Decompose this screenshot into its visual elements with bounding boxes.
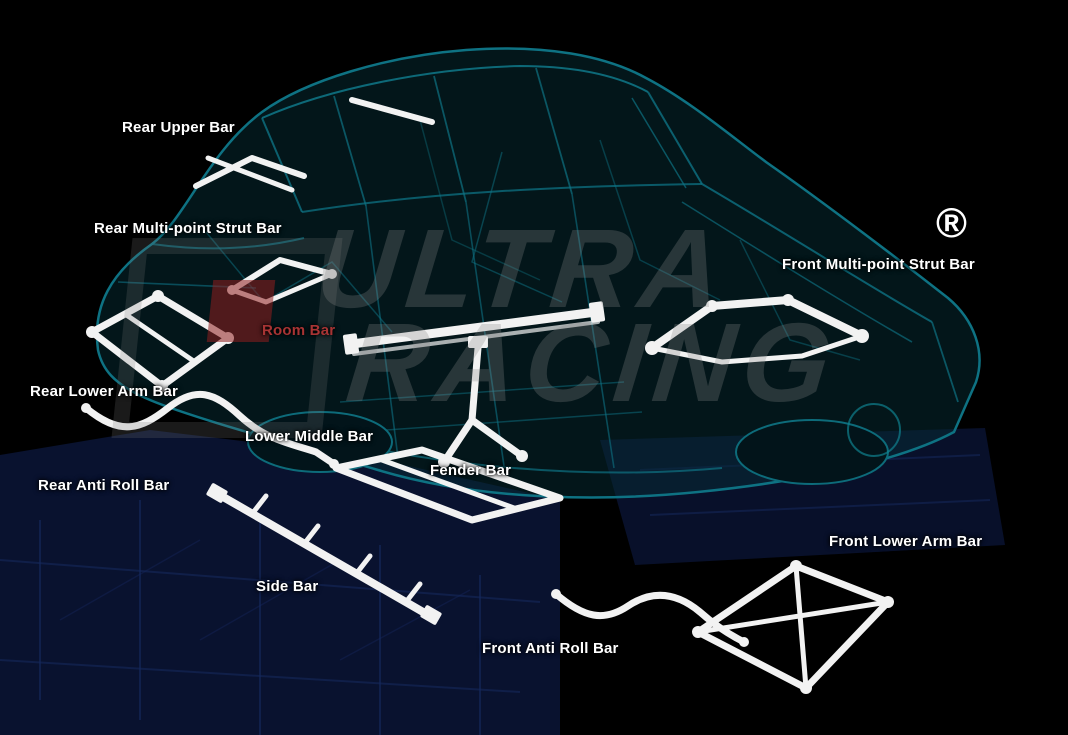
car-body-shell: [95, 47, 981, 499]
label-room-bar: Room Bar: [262, 322, 336, 339]
label-front-multi-point-strut-bar: Front Multi-point Strut Bar: [782, 256, 975, 273]
label-rear-anti-roll-bar: Rear Anti Roll Bar: [38, 477, 170, 494]
fender-bar-part: [438, 336, 528, 468]
rear-upper-bar-part: [193, 97, 435, 193]
label-front-lower-arm-bar: Front Lower Arm Bar: [829, 533, 983, 550]
label-side-bar: Side Bar: [256, 578, 319, 595]
label-rear-lower-arm-bar: Rear Lower Arm Bar: [30, 383, 179, 400]
label-rear-upper-bar: Rear Upper Bar: [122, 119, 235, 136]
support-platform-left: [0, 430, 560, 735]
registered-trademark-icon: ®: [936, 199, 967, 246]
side-bar-part: [206, 483, 442, 625]
front-multi-point-strut-bar-part: [645, 294, 869, 365]
front-lower-arm-bar-part: [692, 560, 894, 694]
label-rear-multi-point-strut-bar: Rear Multi-point Strut Bar: [94, 220, 282, 237]
lower-middle-bar-part: [332, 446, 564, 524]
label-front-anti-roll-bar: Front Anti Roll Bar: [482, 640, 619, 657]
label-fender-bar: Fender Bar: [430, 462, 512, 479]
label-lower-middle-bar: Lower Middle Bar: [245, 428, 374, 445]
room-bar-part: [342, 301, 606, 356]
